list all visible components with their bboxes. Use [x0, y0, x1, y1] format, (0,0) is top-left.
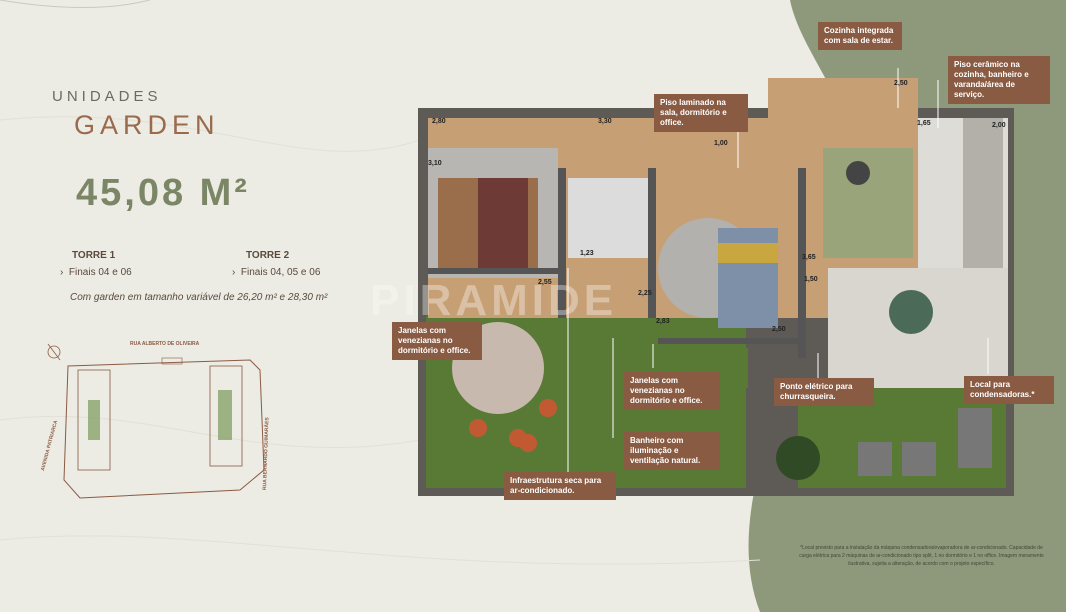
- lounger-icon: [902, 442, 936, 476]
- callout-janelas-left: Janelas com venezianas no dormitório e o…: [392, 322, 482, 360]
- callout-condensadoras: Local para condensadoras.*: [964, 376, 1054, 404]
- dim-label: 2,83: [656, 318, 670, 325]
- callout-piso-laminado: Piso laminado na sala, dormitório e offi…: [654, 94, 748, 132]
- callout-infraestrutura: Infraestrutura seca para ar-condicionado…: [504, 472, 616, 500]
- garden-note: Com garden em tamanho variável de 26,20 …: [70, 292, 328, 303]
- dim-label: 1,00: [714, 140, 728, 147]
- dim-label: 2,00: [992, 122, 1006, 129]
- callout-piso-ceramico: Piso cerâmico na cozinha, banheiro e var…: [948, 56, 1050, 104]
- callout-janelas-mid: Janelas com venezianas no dormitório e o…: [624, 372, 720, 410]
- chevron-right-icon: ›: [60, 267, 69, 278]
- dim-label: 1,23: [580, 250, 594, 257]
- footnote: *Local previsto para a instalação da máq…: [799, 545, 1044, 567]
- dim-label: 2,50: [894, 80, 908, 87]
- chevron-right-icon: ›: [232, 267, 241, 278]
- dim-label: 1,65: [917, 120, 931, 127]
- lounger-icon: [958, 408, 992, 468]
- watermark: PIRAMIDE: [370, 276, 618, 325]
- callout-cozinha: Cozinha integrada com sala de estar.: [818, 22, 902, 50]
- subtitle: UNIDADES: [52, 88, 162, 105]
- area-value: 45,08 M²: [76, 172, 250, 214]
- dim-label: 1,50: [804, 276, 818, 283]
- tower-1-finals: › Finais 04 e 06: [60, 267, 132, 278]
- site-plan: [47, 343, 265, 499]
- street-top-label: RUA ALBERTO DE OLIVEIRA: [130, 341, 200, 347]
- dim-label: 3,30: [598, 118, 612, 125]
- tower-1-label: TORRE 1: [72, 250, 116, 261]
- callout-banheiro: Banheiro com iluminação e ventilação nat…: [624, 432, 720, 470]
- dim-label: 2,55: [538, 279, 552, 286]
- tower-2-label: TORRE 2: [246, 250, 290, 261]
- dim-label: 2,80: [432, 118, 446, 125]
- tower-2-finals: › Finais 04, 05 e 06: [232, 267, 321, 278]
- dim-label: 3,65: [802, 254, 816, 261]
- callout-ponto-eletrico: Ponto elétrico para churrasqueira.: [774, 378, 874, 406]
- dim-label: 2,25: [638, 290, 652, 297]
- lounger-icon: [858, 442, 892, 476]
- dim-label: 3,10: [428, 160, 442, 167]
- dim-label: 2,50: [772, 326, 786, 333]
- compass-icon: [47, 345, 61, 359]
- page-title: GARDEN: [74, 110, 220, 140]
